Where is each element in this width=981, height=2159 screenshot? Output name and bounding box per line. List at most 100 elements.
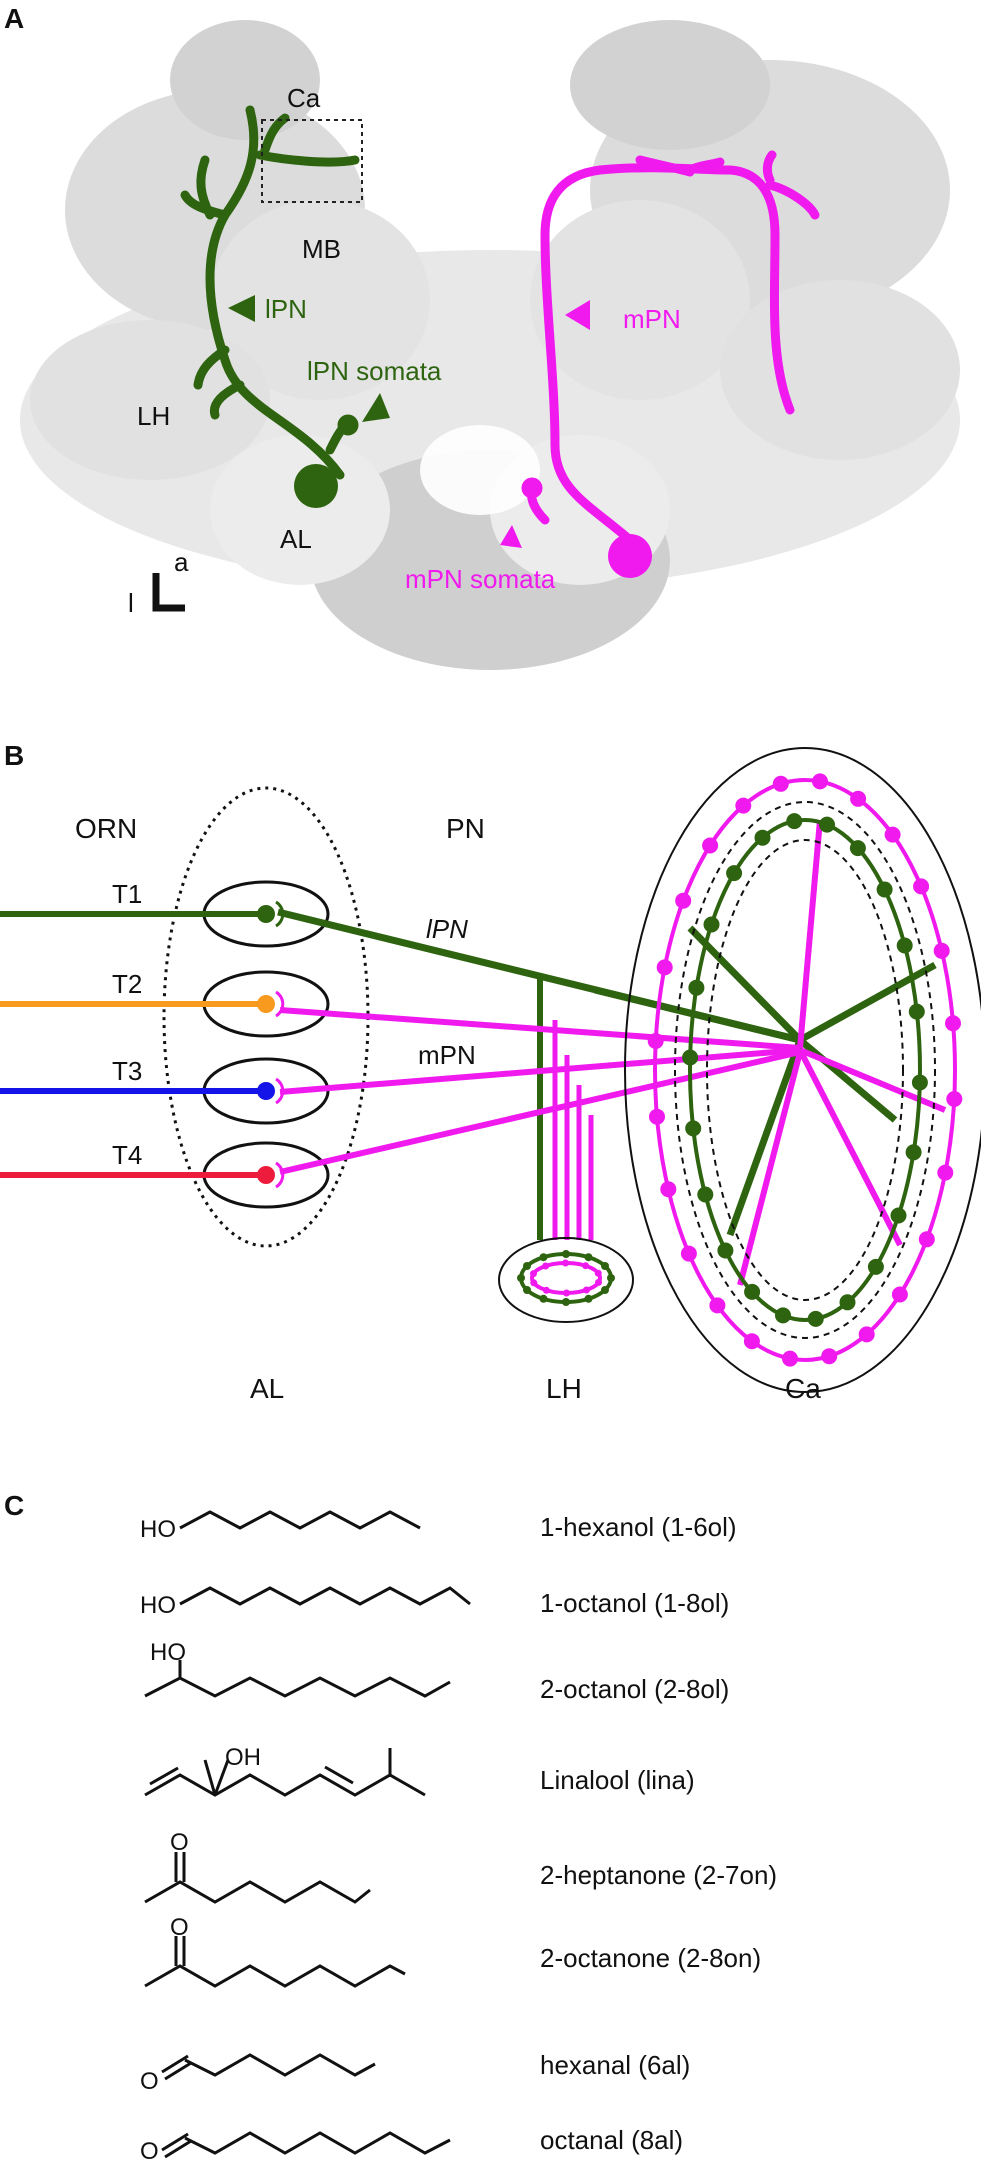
lpn-arrow-icon [228,295,255,322]
lh-lpn-synapse [523,1286,531,1294]
panel-c-label: C [4,1490,24,1521]
lh-mpn-synapse [595,1278,602,1286]
calyx-mpn-synapse [913,878,930,895]
group-label-6: O [170,1914,189,1941]
mpn-arrow-icon [565,300,590,330]
calyx-lpn-synapse [688,979,705,996]
odorant-name-2: 1-octanol (1-8ol) [540,1588,729,1618]
odorant-name-3: 2-octanol (2-8ol) [540,1674,729,1704]
label-lpn: lPN [265,294,307,324]
structure-1-hexanol [179,1510,421,1530]
calyx-mpn-synapse [891,1286,908,1303]
mpn-branch-label: mPN [418,1040,476,1070]
lh-lpn-synapse [539,1253,548,1262]
region-lh-label: LH [546,1373,582,1404]
structure-1-octanol [179,1586,471,1606]
axis-l-label: l [128,588,134,618]
calyx-mpn-synapse [782,1350,798,1367]
panel-b: B ORN PN T1 T2 T3 T4 lPN [0,740,981,1404]
calyx-mpn-synapse [709,1297,726,1314]
structures [144,1510,471,2159]
lh-lpn-synapse [523,1262,531,1270]
lh-lpn-synapse [517,1274,525,1282]
odorant-name-5: 2-heptanone (2-7on) [540,1860,777,1890]
label-mpn: mPN [623,304,681,334]
calyx-mpn-synapse [933,942,950,959]
lh-lpn-synapse [607,1274,615,1282]
region-ca-label: Ca [785,1373,821,1404]
calyx-mpn-synapse [946,1091,963,1107]
calyx-lpn-synapse [908,1003,925,1020]
panel-b-label: B [4,740,24,771]
calyx-mpn-synapse [772,775,789,792]
calyx-mpn-synapse [675,892,692,909]
calyx-lpn-synapse [839,1294,856,1311]
structure-2-heptanone [144,1880,371,1904]
tract-t1-label: T1 [112,879,142,909]
calyx-lpn-synapse [867,1258,884,1275]
mpn-neuron [521,150,820,545]
mpn-glomerulus [608,534,652,578]
calyx-lpn-synapse [697,1186,714,1203]
lh-lpn-synapse [584,1294,593,1303]
lpn-axon [277,908,937,1240]
calyx-mpn-synapse [937,1164,954,1181]
tract-t3-label: T3 [112,1056,142,1086]
calyx-lpn-synapse [682,1049,699,1066]
calyx-lpn-synapse [890,1207,907,1224]
calyx-lpn-synapse [717,1242,734,1259]
calyx-lpn-synapse [775,1307,791,1324]
calyx-mpn-synapse [680,1245,697,1262]
panel-a-label: A [4,3,24,34]
odorant-name-4: Linalool (lina) [540,1765,695,1795]
lpn-glomerulus [294,464,338,508]
label-al: AL [280,524,312,554]
structure-2-octanol [144,1676,451,1698]
calyx-mpn-synapse [656,959,673,976]
odorant-name-1: 1-hexanol (1-6ol) [540,1512,737,1542]
calyx-lpn-synapse [744,1283,761,1300]
calyx-mpn-synapse [735,797,752,814]
lh-lpn-synapse [562,1298,570,1306]
label-mb: MB [302,234,341,264]
group-label-1: HO [140,1516,176,1543]
panel-a: A [4,3,960,670]
group-label-5: O [170,1829,189,1856]
label-ca: Ca [287,83,321,113]
lh-mpn-synapse [530,1270,537,1278]
calyx-mpn-synapse [850,790,867,807]
calyx-mpn-synapse [660,1181,677,1198]
lh-mpn-synapse [582,1286,590,1294]
lh-lpn-synapse [601,1262,609,1270]
label-lpn-somata: lPN somata [307,356,442,386]
calyx-inset-box [261,119,363,203]
group-label-4: OH [225,1744,261,1771]
tract-t2-label: T2 [112,969,142,999]
group-label-3: HO [150,1639,186,1666]
lh-lpn-synapse [601,1286,609,1294]
lh-mpn-synapse [563,1289,570,1297]
calyx-mpn-synapse [858,1326,875,1343]
mpn-axons [279,819,947,1286]
calyx-lpn-synapse [754,829,771,846]
lh-mpn-synapse [582,1262,590,1270]
region-al-label: AL [250,1373,284,1404]
group-label-8: O [140,2138,159,2159]
lh-mpn-synapse [542,1262,550,1270]
calyx-lpn-synapse [786,813,803,830]
calyx-lpn-synapse [849,840,866,857]
group-label-2: HO [140,1592,176,1619]
lh-lpn-synapse [584,1253,593,1262]
calyx-circuit [624,747,981,1393]
calyx-lpn-synapse [807,1310,824,1327]
calyx-mpn-synapse [743,1333,760,1350]
mpn-somata-arrow-icon [500,525,522,548]
calyx-lpn-synapse [911,1074,928,1091]
structure-linalool [144,1773,426,1797]
calyx-mpn-synapse [918,1231,935,1248]
calyx-lpn-synapse [876,881,893,898]
calyx-lpn-synapse [726,865,743,882]
orn-header: ORN [75,813,137,844]
lh-mpn-synapse [562,1259,569,1267]
